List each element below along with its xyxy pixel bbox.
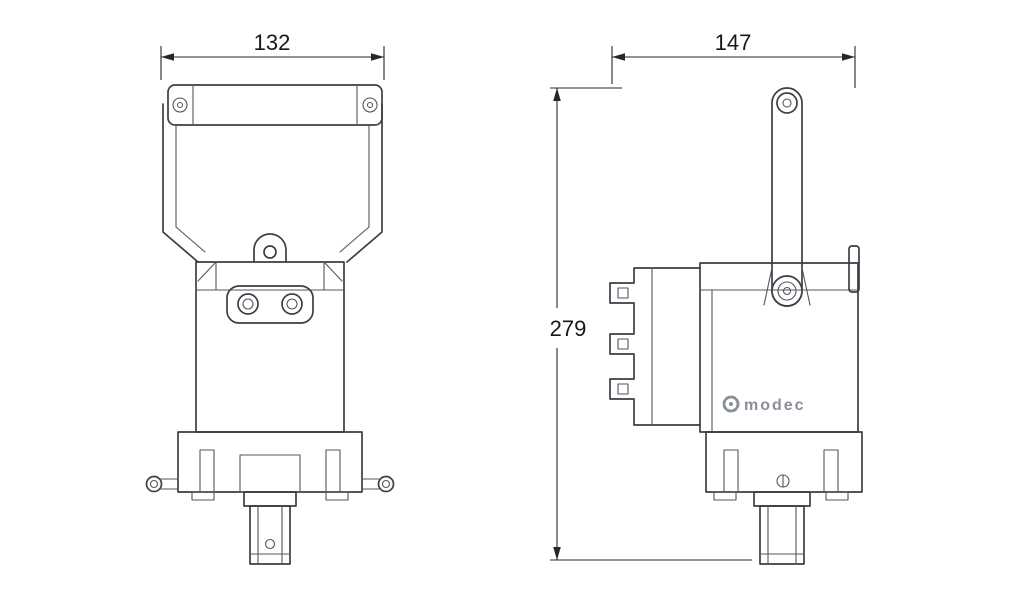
lug-hole xyxy=(263,245,277,259)
shoulder-notches xyxy=(197,261,343,291)
lever-arm xyxy=(771,87,803,307)
side-pin xyxy=(848,245,860,293)
clamp-plate xyxy=(226,285,314,324)
dimensions: 132 147 279 xyxy=(160,30,856,561)
arrow-left-icon xyxy=(612,53,625,61)
arrow-down-icon xyxy=(553,547,561,560)
base-front xyxy=(177,431,363,493)
arrow-up-icon xyxy=(553,88,561,101)
handle-screw-right-icon xyxy=(362,97,378,113)
hook-left-icon xyxy=(145,475,179,493)
dimension-front-width: 132 xyxy=(160,30,385,80)
arrow-right-icon xyxy=(371,53,384,61)
gear-center-dot xyxy=(729,402,733,406)
carry-handle xyxy=(167,84,383,126)
clamp-bolt-right-icon xyxy=(281,293,303,315)
bracket-left-arm xyxy=(162,103,199,263)
lever-bottom-pivot-icon xyxy=(771,275,803,307)
arrow-right-icon xyxy=(842,53,855,61)
dimension-side-width: 147 xyxy=(611,30,856,88)
dimension-overall-height: 279 xyxy=(550,87,752,561)
handle-screw-left-icon xyxy=(172,97,188,113)
base-screw-icon xyxy=(776,474,790,488)
dim-overall-height-value: 279 xyxy=(550,316,587,341)
motor-body-front xyxy=(195,261,345,433)
modec-logo: modec xyxy=(722,395,806,414)
dim-front-width-value: 132 xyxy=(254,30,291,55)
lever-top-pivot-icon xyxy=(776,92,798,114)
brand-text: modec xyxy=(744,397,806,414)
output-spindle-side xyxy=(753,491,811,565)
gear-icon xyxy=(722,395,740,413)
top-lug xyxy=(253,233,287,263)
bracket-right-arm xyxy=(346,103,383,263)
pivot-bracket xyxy=(763,267,811,306)
base-side xyxy=(705,431,863,493)
base-front-slots xyxy=(191,449,349,501)
arrow-left-icon xyxy=(161,53,174,61)
connector-prong-details xyxy=(617,287,629,395)
base-side-slots xyxy=(713,449,849,501)
connector-block xyxy=(609,267,701,426)
clamp-bolt-left-icon xyxy=(237,293,259,315)
side-view: modec xyxy=(609,87,863,565)
output-spindle-front xyxy=(243,491,297,565)
hook-right-icon xyxy=(361,475,395,493)
front-view xyxy=(145,84,395,565)
dim-side-width-value: 147 xyxy=(715,30,752,55)
